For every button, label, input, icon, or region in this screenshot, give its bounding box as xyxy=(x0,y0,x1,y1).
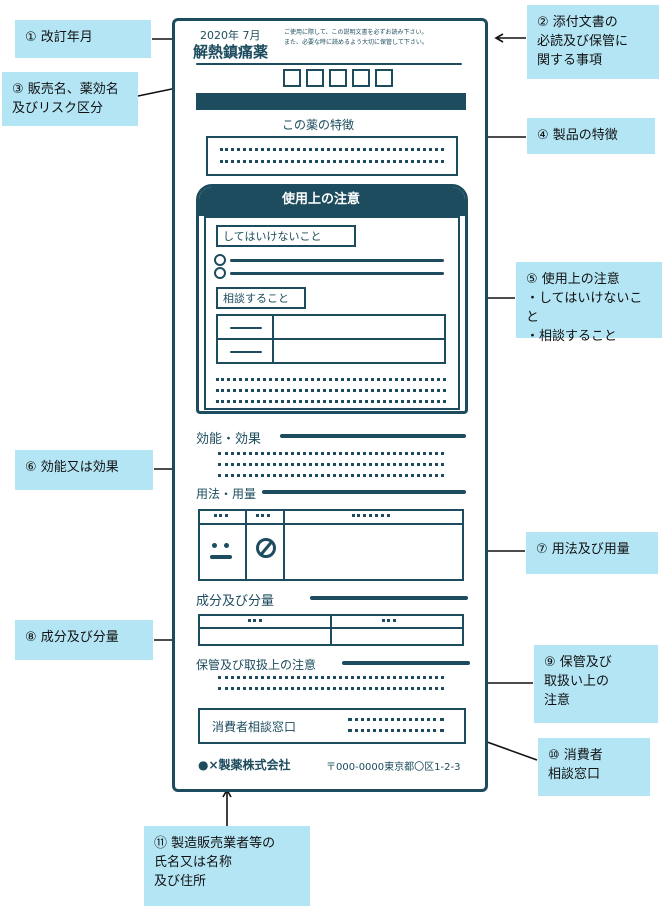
ingredients-header-text xyxy=(248,619,262,622)
callout-ingredients: ⑧ 成分及び分量 xyxy=(15,620,153,660)
callout-dosage: ⑦ 用法及び用量 xyxy=(526,532,658,574)
dosage-header-text xyxy=(256,514,270,517)
risk-box-2 xyxy=(306,69,324,87)
dont-item-bullet xyxy=(214,254,226,266)
precautions-text xyxy=(216,378,446,381)
risk-box-1 xyxy=(283,69,301,87)
efficacy-title-line xyxy=(280,434,466,438)
dont-item-line xyxy=(230,272,444,275)
dosage-table-header-line xyxy=(198,523,464,525)
efficacy-text xyxy=(218,452,444,455)
callout-leaflet-notice: ② 添付文書の 必読及び保管に 関する事項 xyxy=(527,5,659,79)
callout-storage: ⑨ 保管及び 取扱い上の 注意 xyxy=(534,645,658,723)
efficacy-text xyxy=(218,474,444,477)
precautions-text xyxy=(216,389,446,392)
precautions-header xyxy=(199,187,465,216)
storage-text xyxy=(218,687,444,690)
risk-box-5 xyxy=(375,69,393,87)
consumer-desk-text xyxy=(348,729,444,732)
revision-date: 2020年 7月 xyxy=(200,29,261,42)
dosage-header-text xyxy=(352,514,390,517)
efficacy-title: 効能・効果 xyxy=(196,432,262,447)
storage-text xyxy=(218,676,444,679)
header-underline xyxy=(196,63,462,65)
dosage-table-col-divider xyxy=(283,509,285,581)
features-box xyxy=(206,136,458,176)
callout-efficacy: ⑥ 効能又は効果 xyxy=(15,450,153,490)
dosage-table xyxy=(198,509,464,581)
dosage-header-text xyxy=(214,514,228,517)
company-address: 〒000-0000東京都〇区1-2-3 xyxy=(326,762,461,773)
dont-item-line xyxy=(230,259,444,262)
consult-table-cell-line xyxy=(230,327,262,329)
pill-icon xyxy=(256,538,276,558)
precautions-title: 使用上の注意 xyxy=(282,192,361,207)
features-text xyxy=(220,160,444,163)
callout-product-name: ③ 販売名、薬効名 及びリスク区分 xyxy=(2,72,138,126)
efficacy-text xyxy=(218,463,444,466)
consult-table-row-divider xyxy=(216,338,446,340)
dont-label-box xyxy=(216,225,356,247)
precautions-inner xyxy=(204,216,460,410)
callout-manufacturer: ⑪ 製造販売業者等の 氏名又は名称 及び住所 xyxy=(144,826,310,906)
dosage-table-col-divider xyxy=(245,509,247,581)
risk-box-3 xyxy=(329,69,347,87)
ingredients-title: 成分及び分量 xyxy=(196,594,275,609)
dosage-title: 用法・用量 xyxy=(196,487,257,501)
consult-label: 相談すること xyxy=(223,292,289,305)
risk-box-4 xyxy=(352,69,370,87)
ingredients-table-col-divider xyxy=(330,614,332,646)
consult-label-box xyxy=(216,287,306,309)
ingredients-header-text xyxy=(382,619,396,622)
leaflet-notice: ご使用に際して、この説明文書を必ずお読み下さい。 また、必要な時に読めるよう大切… xyxy=(284,29,428,46)
callout-revision-date: ① 改訂年月 xyxy=(15,20,151,58)
callout-precautions: ⑤ 使用上の注意 ・してはいけないこと ・相談すること xyxy=(516,262,662,344)
product-name: 解熱鎮痛薬 xyxy=(193,43,269,61)
storage-title-line xyxy=(342,661,470,665)
dont-label: してはいけないこと xyxy=(223,230,322,243)
company-name: ●×製薬株式会社 xyxy=(198,758,291,772)
ingredients-title-line xyxy=(310,596,468,600)
precautions-panel xyxy=(196,184,468,414)
person-icon xyxy=(208,541,234,563)
callout-consumer-desk: ⑩ 消費者 相談窓口 xyxy=(538,738,650,796)
consumer-desk-box xyxy=(198,708,466,744)
precautions-text xyxy=(216,400,446,403)
storage-title: 保管及び取扱上の注意 xyxy=(196,658,317,672)
consumer-desk-label: 消費者相談窓口 xyxy=(212,720,297,734)
drug-class-bar xyxy=(196,93,466,110)
dont-item-bullet xyxy=(214,267,226,279)
features-text xyxy=(220,148,444,151)
dosage-title-line xyxy=(262,490,466,494)
callout-product-features: ④ 製品の特徴 xyxy=(527,118,655,154)
features-title: この薬の特徴 xyxy=(282,118,355,132)
consult-table-cell-line xyxy=(230,351,262,353)
consumer-desk-text xyxy=(348,718,444,721)
